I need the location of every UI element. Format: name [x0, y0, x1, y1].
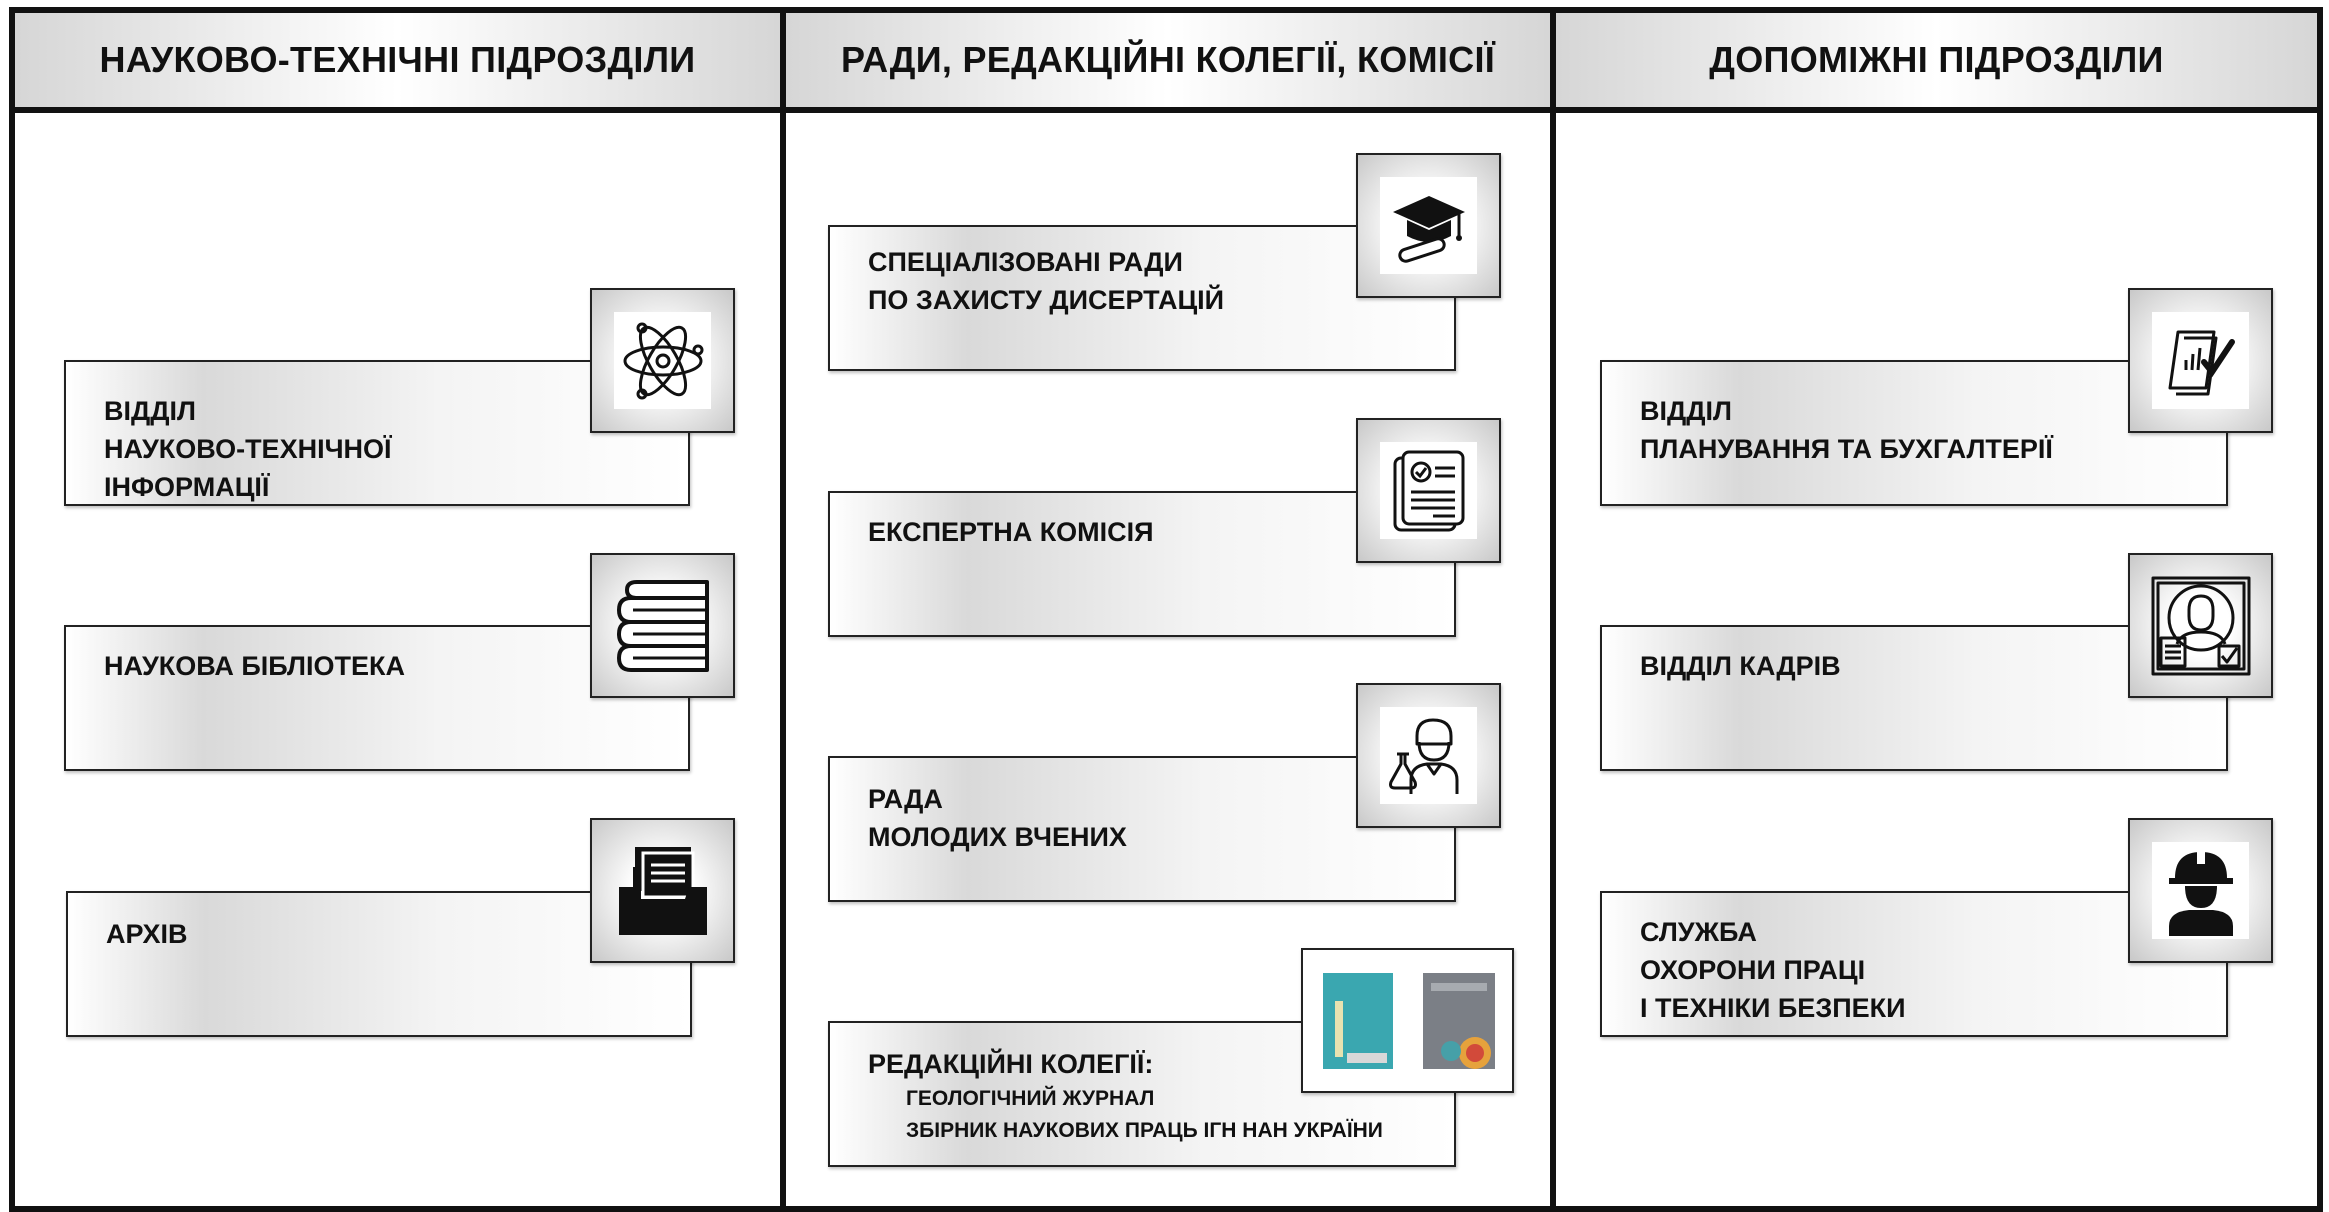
card-editorial-boards: РЕДАКЦІЙНІ КОЛЕГІЇ: ГЕОЛОГІЧНИЙ ЖУРНАЛ З… [828, 1021, 1456, 1167]
card-line: МОЛОДИХ ВЧЕНИХ [868, 822, 1127, 852]
scientist-icon [1388, 718, 1458, 794]
column-councils: РАДИ, РЕДАКЦІЙНІ КОЛЕГІЇ, КОМІСІЇ СПЕЦІА… [780, 7, 1556, 1212]
card-labor-safety-service: СЛУЖБА ОХОРОНИ ПРАЦІ І ТЕХНІКИ БЕЗПЕКИ [1600, 891, 2228, 1037]
scientist-icon-box [1356, 683, 1501, 828]
graduation-cap-icon-box [1356, 153, 1501, 298]
report-check-icon [2168, 330, 2235, 395]
document-checklist-icon-box [1356, 418, 1501, 563]
archive-icon [618, 846, 707, 935]
card-subline: ГЕОЛОГІЧНИЙ ЖУРНАЛ [906, 1087, 1155, 1110]
card-expert-commission: ЕКСПЕРТНА КОМІСІЯ [828, 491, 1456, 637]
worker-helmet-icon [2168, 849, 2233, 936]
card-line: НАУКОВО-ТЕХНІЧНОЇ [104, 434, 392, 464]
card-line: СПЕЦІАЛІЗОВАНІ РАДИ [868, 247, 1183, 277]
column-header: ДОПОМІЖНІ ПІДРОЗДІЛИ [1556, 13, 2317, 113]
card-line: СЛУЖБА [1640, 917, 1757, 947]
card-subline: ЗБІРНИК НАУКОВИХ ПРАЦЬ ІГН НАН УКРАЇНИ [906, 1119, 1383, 1142]
card-line: РЕДАКЦІЙНІ КОЛЕГІЇ: [868, 1049, 1154, 1079]
card-line: РАДА [868, 784, 943, 814]
column-header: НАУКОВО-ТЕХНІЧНІ ПІДРОЗДІЛИ [15, 13, 780, 113]
card-line: ОХОРОНИ ПРАЦІ [1640, 955, 1866, 985]
card-line: ПЛАНУВАННЯ ТА БУХГАЛТЕРІЇ [1640, 434, 2053, 464]
hr-person-icon-box [2128, 553, 2273, 698]
card-line: І ТЕХНІКИ БЕЗПЕКИ [1640, 993, 1906, 1023]
card-hr-department: ВІДДІЛ КАДРІВ [1600, 625, 2228, 771]
card-line: ЕКСПЕРТНА КОМІСІЯ [868, 517, 1154, 547]
journal-covers-icon-box [1301, 948, 1514, 1093]
card-archive: АРХІВ [66, 891, 692, 1037]
card-line: ВІДДІЛ [104, 396, 196, 426]
card-scientific-info-department: ВІДДІЛ НАУКОВО-ТЕХНІЧНОЇ ІНФОРМАЦІЇ [64, 360, 690, 506]
column-header: РАДИ, РЕДАКЦІЙНІ КОЛЕГІЇ, КОМІСІЇ [786, 13, 1550, 113]
card-line: АРХІВ [106, 919, 188, 949]
hr-person-icon [2151, 576, 2250, 675]
card-line: НАУКОВА БІБЛІОТЕКА [104, 651, 405, 681]
worker-helmet-icon-box [2128, 818, 2273, 963]
card-scientific-library: НАУКОВА БІБЛІОТЕКА [64, 625, 690, 771]
card-young-scientists-council: РАДА МОЛОДИХ ВЧЕНИХ [828, 756, 1456, 902]
card-line: ІНФОРМАЦІЇ [104, 472, 270, 502]
column-auxiliary-units: ДОПОМІЖНІ ПІДРОЗДІЛИ ВІДДІЛ ПЛАНУВАННЯ Т… [1550, 7, 2323, 1212]
card-line: ВІДДІЛ [1640, 396, 1732, 426]
document-checklist-icon [1393, 450, 1464, 531]
archive-icon-box [590, 818, 735, 963]
card-line: ПО ЗАХИСТУ ДИСЕРТАЦІЙ [868, 285, 1225, 315]
report-check-icon-box [2128, 288, 2273, 433]
card-specialized-councils: СПЕЦІАЛІЗОВАНІ РАДИ ПО ЗАХИСТУ ДИСЕРТАЦІ… [828, 225, 1456, 371]
books-icon [616, 579, 709, 672]
journal-covers-icon [1322, 972, 1495, 1069]
atom-icon [623, 322, 703, 399]
card-planning-accounting-department: ВІДДІЛ ПЛАНУВАННЯ ТА БУХГАЛТЕРІЇ [1600, 360, 2228, 506]
graduation-cap-icon [1392, 195, 1465, 263]
atom-icon-box [590, 288, 735, 433]
books-icon-box [590, 553, 735, 698]
column-scientific-units: НАУКОВО-ТЕХНІЧНІ ПІДРОЗДІЛИ ВІДДІЛ НАУКО… [9, 7, 786, 1212]
card-line: ВІДДІЛ КАДРІВ [1640, 651, 1841, 681]
